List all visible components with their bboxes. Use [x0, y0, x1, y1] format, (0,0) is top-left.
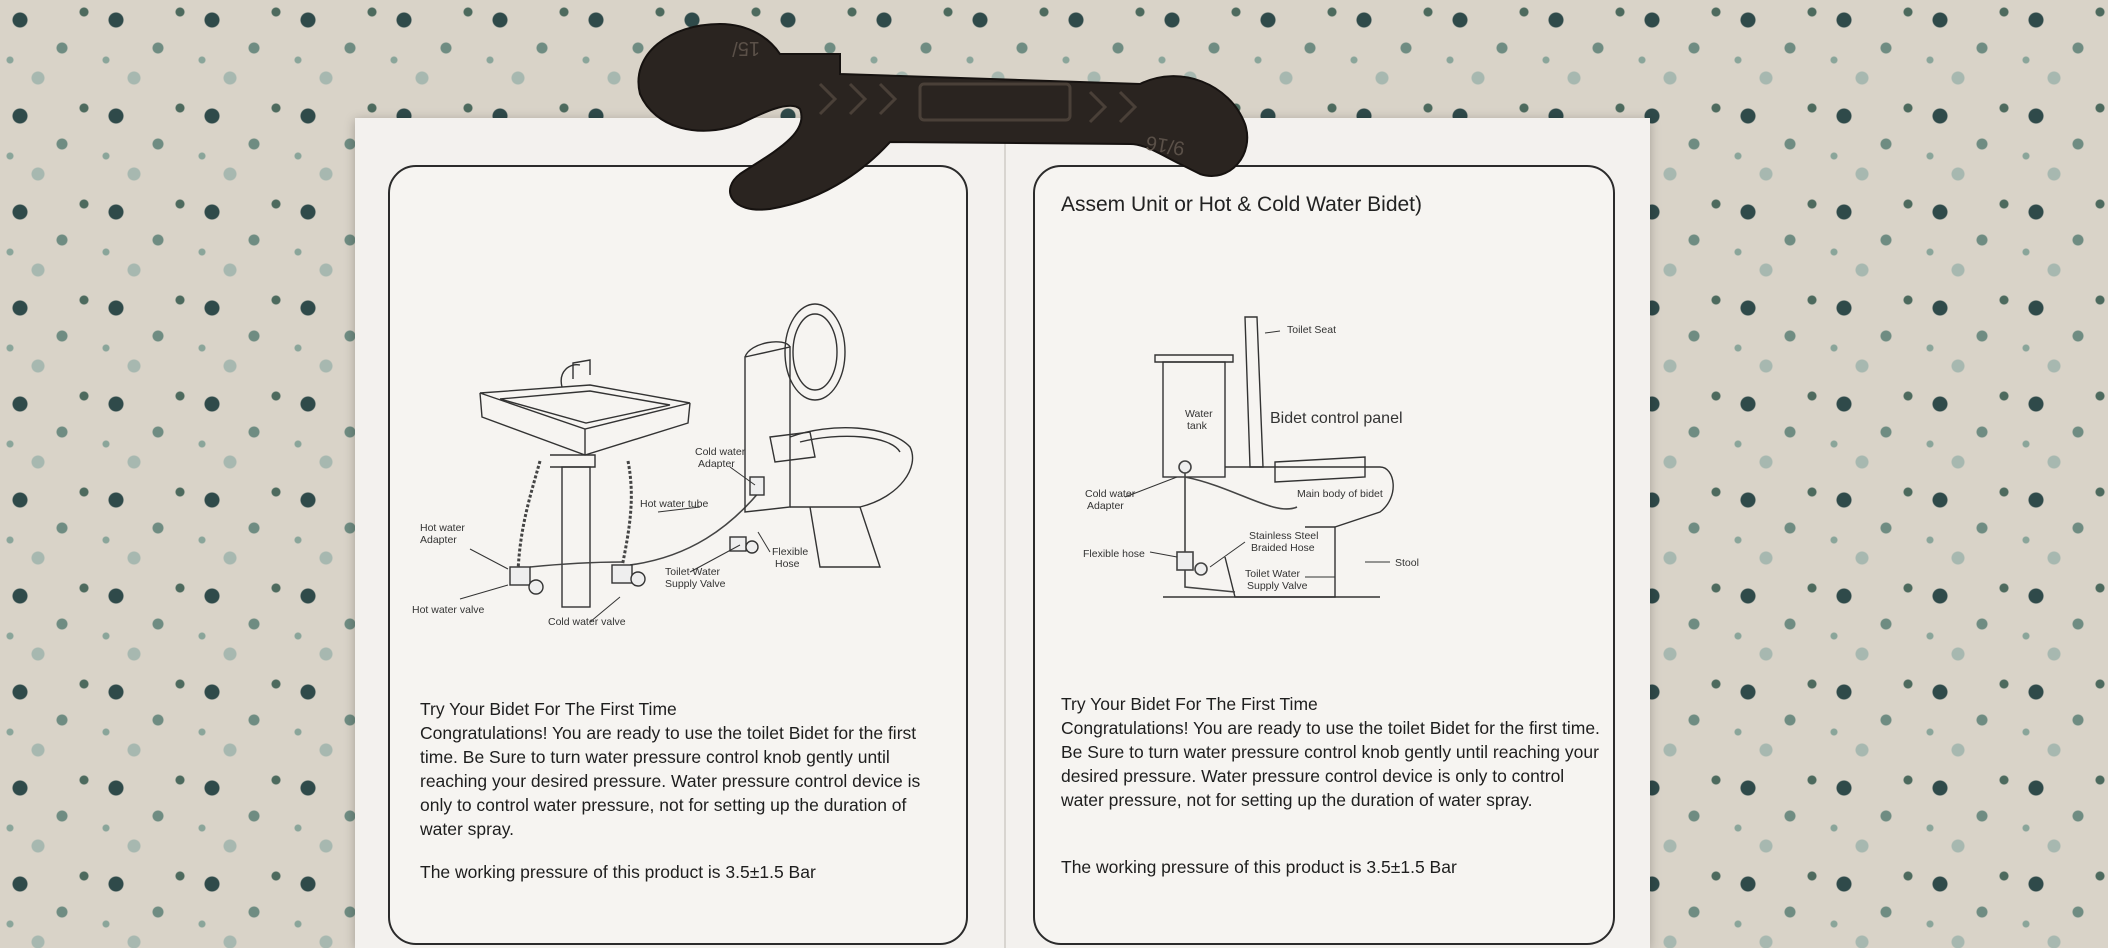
toilet-illustration: [744, 303, 914, 568]
pressure-note: The working pressure of this product is …: [1061, 857, 1457, 877]
instructions-heading: Try Your Bidet For The First Time: [1061, 694, 1318, 714]
pressure-note: The working pressure of this product is …: [420, 862, 816, 882]
label-stool: Stool: [1395, 557, 1419, 569]
assembled-unit-diagram: Toilet Seat Water tank Bidet control pan…: [1083, 316, 1419, 598]
label-water-tank-2: tank: [1187, 420, 1208, 432]
label-cold-water-valve: Cold water valve: [548, 616, 626, 628]
bidet-hoses: [1176, 460, 1298, 593]
hoses: [516, 460, 761, 573]
booklet-spine: [1004, 118, 1006, 948]
label-flexible-hose-2: Hose: [775, 558, 800, 570]
label-braided-hose-2: Braided Hose: [1251, 542, 1315, 554]
label-supply-valve-1: Toilet Water: [1245, 568, 1301, 580]
plastic-wrench: 15/ 9/16: [637, 22, 1249, 211]
instructions-body: Congratulations! You are ready to use th…: [420, 723, 921, 839]
label-water-tank-1: Water: [1185, 408, 1213, 420]
sink-illustration: [479, 359, 691, 608]
label-braided-hose-1: Stainless Steel: [1249, 530, 1318, 542]
instructions-heading: Try Your Bidet For The First Time: [420, 699, 677, 719]
label-supply-valve-1: Toilet Water: [665, 566, 721, 578]
label-cold-water-adapter-1: Cold water: [1085, 488, 1136, 500]
label-flexible-hose-1: Flexible: [772, 546, 808, 558]
wrench-size-left: 15/: [732, 37, 760, 59]
label-hot-water-adapter-2: Adapter: [420, 534, 457, 546]
toilet-with-bidet: [1154, 316, 1394, 598]
label-main-body: Main body of bidet: [1297, 488, 1383, 500]
label-hot-water-adapter-1: Hot water: [420, 522, 465, 534]
first-time-instructions: Try Your Bidet For The First Time Congra…: [1061, 692, 1601, 812]
label-cold-water-adapter-1: Cold water: [695, 446, 746, 458]
label-cold-water-adapter-2: Adapter: [698, 458, 735, 470]
instructions-body: Congratulations! You are ready to use th…: [1061, 718, 1600, 810]
page-title: Assem Unit or Hot & Cold Water Bidet): [1061, 193, 1422, 216]
callout-arrows: [1124, 330, 1390, 578]
label-flexible-hose: Flexible hose: [1083, 548, 1145, 560]
label-supply-valve-2: Supply Valve: [1247, 580, 1308, 592]
label-hot-water-valve: Hot water valve: [412, 604, 485, 616]
callout-arrows: [459, 466, 771, 623]
label-toilet-seat: Toilet Seat: [1287, 324, 1336, 336]
right-page: Assem Unit or Hot & Cold Water Bidet): [1033, 165, 1615, 945]
valves: [509, 476, 765, 595]
left-page: Cold water Adapter Hot water tube Hot wa…: [388, 165, 968, 945]
label-supply-valve-2: Supply Valve: [665, 578, 726, 590]
installation-diagram: Cold water Adapter Hot water tube Hot wa…: [412, 303, 914, 628]
label-cold-water-adapter-2: Adapter: [1087, 500, 1124, 512]
label-bidet-control-panel: Bidet control panel: [1270, 410, 1403, 427]
label-hot-water-tube: Hot water tube: [640, 498, 708, 510]
first-time-instructions: Try Your Bidet For The First Time Congra…: [420, 697, 930, 841]
